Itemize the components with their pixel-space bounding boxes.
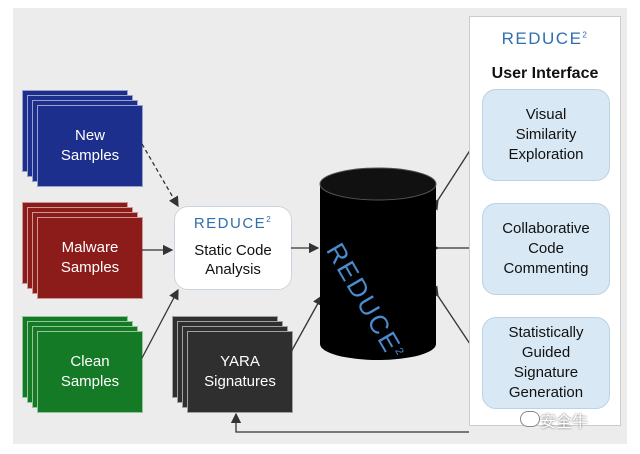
reduce-database-cylinder <box>319 167 437 360</box>
signature-generation-box: Statistically Guided Signature Generatio… <box>482 317 610 409</box>
analysis-reduce-logo: REDUCE2 <box>193 215 273 232</box>
ui-reduce-logo: REDUCE2 <box>501 29 589 48</box>
user-interface-panel: REDUCE2 User Interface Visual Similarity… <box>469 16 621 426</box>
watermark-text: 安全牛 <box>540 414 589 431</box>
new-samples-label: New Samples <box>60 127 120 164</box>
malware-samples-label: Malware Samples <box>60 239 120 276</box>
arrow-new-to-analysis <box>141 143 179 208</box>
watermark-icon <box>520 411 540 427</box>
arrow-yara-to-db <box>290 294 323 353</box>
ui-title: User Interface <box>491 65 599 82</box>
yara-signatures-label: YARA Signatures <box>204 353 276 390</box>
arrow-clean-to-analysis <box>141 288 179 359</box>
collaborative-commenting-box: Collaborative Code Commenting <box>482 203 610 295</box>
arrow-ui-to-yara <box>230 412 469 433</box>
analysis-title: Static Code Analysis <box>194 242 272 278</box>
visual-similarity-box: Visual Similarity Exploration <box>482 89 610 181</box>
static-code-analysis-box: REDUCE2 Static Code Analysis <box>174 206 292 290</box>
clean-samples-label: Clean Samples <box>60 353 120 390</box>
